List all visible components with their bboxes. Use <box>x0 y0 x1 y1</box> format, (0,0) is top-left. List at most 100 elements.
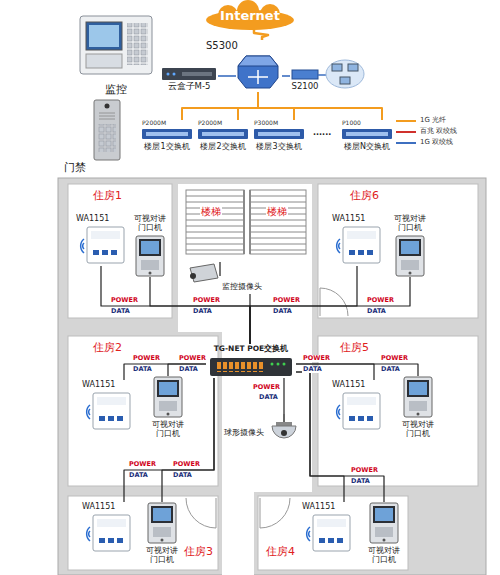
floor-switch: P2000M 楼层2交换机 <box>196 120 250 166</box>
monitor-device: 监控 <box>76 14 156 98</box>
node-label: 楼梯 <box>200 206 222 218</box>
floor-switch: P3000M楼层3交换机 <box>252 120 306 166</box>
connector <box>250 277 410 344</box>
poe-switch-icon <box>210 358 292 376</box>
node-label: 住房2 <box>93 342 122 355</box>
node-label: WA1151 <box>82 380 115 389</box>
monitor-device <box>80 16 152 74</box>
node-label: 可视对讲门口机 <box>366 546 402 564</box>
legend-text: 1G 双绞线 <box>420 138 453 147</box>
connector <box>282 75 290 77</box>
connector <box>258 92 294 120</box>
node-label: Internet <box>205 9 295 24</box>
video-intercom: 可视对讲门口机 <box>366 502 402 565</box>
legend-row: 百兆 双绞线 <box>396 127 457 136</box>
node-label: WA1151 <box>76 214 109 223</box>
data-label: DATA <box>192 308 213 315</box>
access-switch: S2100 <box>290 68 320 96</box>
data-label: DATA <box>366 308 387 315</box>
data-label: DATA <box>380 366 401 373</box>
power-label: POWER <box>302 355 331 362</box>
access-switch-icon <box>292 70 326 79</box>
power-label: POWER <box>172 461 201 468</box>
node-label: 可视对讲门口机 <box>392 214 428 232</box>
power-label: POWER <box>132 355 161 362</box>
ellipsis: ...... <box>312 128 332 137</box>
room: 住房4WA1151可视对讲门口机 <box>258 496 408 570</box>
building-plan <box>58 178 486 575</box>
node-label: 球形摄像头 <box>224 428 264 437</box>
intercom-icons <box>136 236 432 543</box>
surveillance-camera: 监控摄像头 <box>186 260 276 294</box>
poe-switch: TG-NET POE交换机 <box>206 344 296 378</box>
legend-swatch <box>396 120 416 122</box>
dome-camera-icon <box>272 414 296 438</box>
connector <box>250 266 357 344</box>
node-label: 可视对讲门口机 <box>150 420 186 438</box>
wireless-ap: WA1151 <box>330 214 384 266</box>
video-intercom: 可视对讲门口机 <box>150 376 186 439</box>
floor-switch-icons <box>142 129 392 139</box>
node-label: P1000 <box>342 120 361 127</box>
node-label: WA1151 <box>332 214 365 223</box>
node-label: S5300 <box>206 40 238 52</box>
node-label: 楼层2交换机 <box>196 142 250 151</box>
data-label: DATA <box>272 308 293 315</box>
power-label: POWER <box>380 355 409 362</box>
node-label: WA1151 <box>332 380 365 389</box>
node-label: 楼梯 <box>266 206 288 218</box>
video-intercom: 可视对讲门口机 <box>144 502 180 565</box>
connector <box>162 378 214 502</box>
connector <box>283 378 284 414</box>
connector <box>296 372 344 502</box>
internet-cloud <box>206 0 294 30</box>
node-label: 可视对讲门口机 <box>400 420 436 438</box>
wireless-ap: WA1151 <box>300 502 354 554</box>
power-label: POWER <box>366 297 395 304</box>
data-label: DATA <box>110 308 131 315</box>
camera-icon <box>190 262 220 282</box>
floor-switch: P1000楼层N交换机 <box>340 120 394 166</box>
wireless-ap-icons <box>81 227 380 551</box>
stairs-drawing <box>186 190 306 254</box>
connector <box>101 266 250 344</box>
core-switch-icon <box>238 56 278 88</box>
power-label: POWER <box>350 467 379 474</box>
dome-camera: 球形摄像头 <box>222 414 302 450</box>
legend-row: 1G 双绞线 <box>396 138 453 147</box>
node-label: P2000M <box>198 120 222 127</box>
connector <box>296 364 374 380</box>
node-label: 门禁 <box>64 162 86 175</box>
node-label: 云盒子M-5 <box>160 82 218 92</box>
connector <box>218 75 236 77</box>
node-label: 可视对讲门口机 <box>132 214 168 232</box>
video-intercom: 可视对讲门口机 <box>400 376 436 439</box>
node-label: 监控 <box>76 84 156 97</box>
wireless-ap: WA1151 <box>330 380 384 432</box>
video-intercom: 可视对讲门口机 <box>132 214 168 277</box>
node-label: TG-NET POE交换机 <box>206 345 296 354</box>
node-label: WA1151 <box>302 502 335 511</box>
power-label: POWER <box>272 297 301 304</box>
stairs: 楼梯 楼梯 <box>180 186 310 258</box>
power-label: POWER <box>252 384 281 391</box>
video-intercom: 可视对讲门口机 <box>392 214 428 277</box>
core-switch: S5300 <box>236 40 282 92</box>
connector <box>258 92 382 120</box>
data-label: DATA <box>178 366 199 373</box>
connector <box>182 92 258 120</box>
access-control-device: 门禁 <box>62 98 124 176</box>
cloud-box-icon <box>162 68 216 80</box>
data-label: DATA <box>302 366 323 373</box>
room: 住房3WA1151可视对讲门口机 <box>68 496 218 570</box>
node-label: P3000M <box>254 120 278 127</box>
node-label: S2100 <box>290 82 320 92</box>
wireless-ap: WA1151 <box>80 502 134 554</box>
node-label: WA1151 <box>82 502 115 511</box>
node-label: 可视对讲门口机 <box>144 546 180 564</box>
connector <box>296 364 418 376</box>
legend-text: 1G 光纤 <box>420 116 446 125</box>
power-label: POWER <box>192 297 221 304</box>
data-label: DATA <box>132 366 153 373</box>
